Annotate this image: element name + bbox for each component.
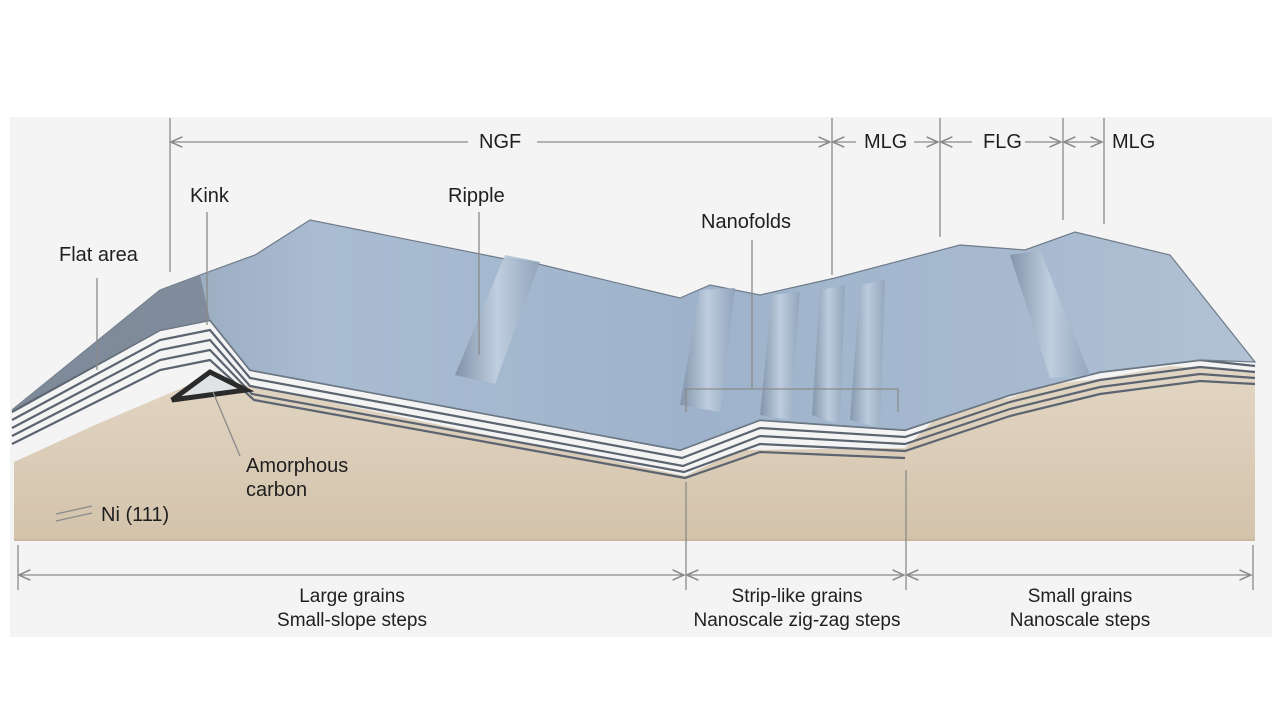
bottom-dimension-lines xyxy=(17,470,1254,590)
label-ripple: Ripple xyxy=(448,185,505,207)
label-amorphous-carbon-line1: Amorphous xyxy=(246,455,349,477)
region-1-line1: Large grains xyxy=(299,586,405,607)
label-region-strip-grains: Strip-like grains Nanoscale zig-zag step… xyxy=(667,585,927,633)
label-mlg-right: MLG xyxy=(1112,131,1156,153)
ripple-strips xyxy=(455,250,1090,428)
label-nanofolds: Nanofolds xyxy=(701,211,792,233)
graphene-film-surface xyxy=(11,219,1257,451)
label-amorphous-carbon-line2: carbon xyxy=(246,479,308,501)
label-kink: Kink xyxy=(190,185,229,207)
label-region-small-grains: Small grains Nanoscale steps xyxy=(970,585,1190,633)
label-flg: FLG xyxy=(983,131,1022,153)
region-3-line1: Small grains xyxy=(1027,586,1133,607)
label-flat-area: Flat area xyxy=(59,244,138,266)
label-ni-111: Ni (111) xyxy=(101,504,170,526)
leader-lines xyxy=(55,212,899,522)
region-2-line2: Nanoscale zig-zag steps xyxy=(693,610,901,631)
label-region-large-grains: Large grains Small-slope steps xyxy=(232,585,472,633)
amorphous-carbon-pocket xyxy=(170,369,255,403)
top-dimension-lines xyxy=(169,118,1105,275)
label-mlg-left: MLG xyxy=(864,131,908,153)
nickel-substrate xyxy=(14,366,1255,540)
region-3-line2: Nanoscale steps xyxy=(1009,610,1151,631)
region-2-line1: Strip-like grains xyxy=(731,586,863,607)
region-1-line2: Small-slope steps xyxy=(277,610,427,631)
label-ngf: NGF xyxy=(479,131,522,153)
